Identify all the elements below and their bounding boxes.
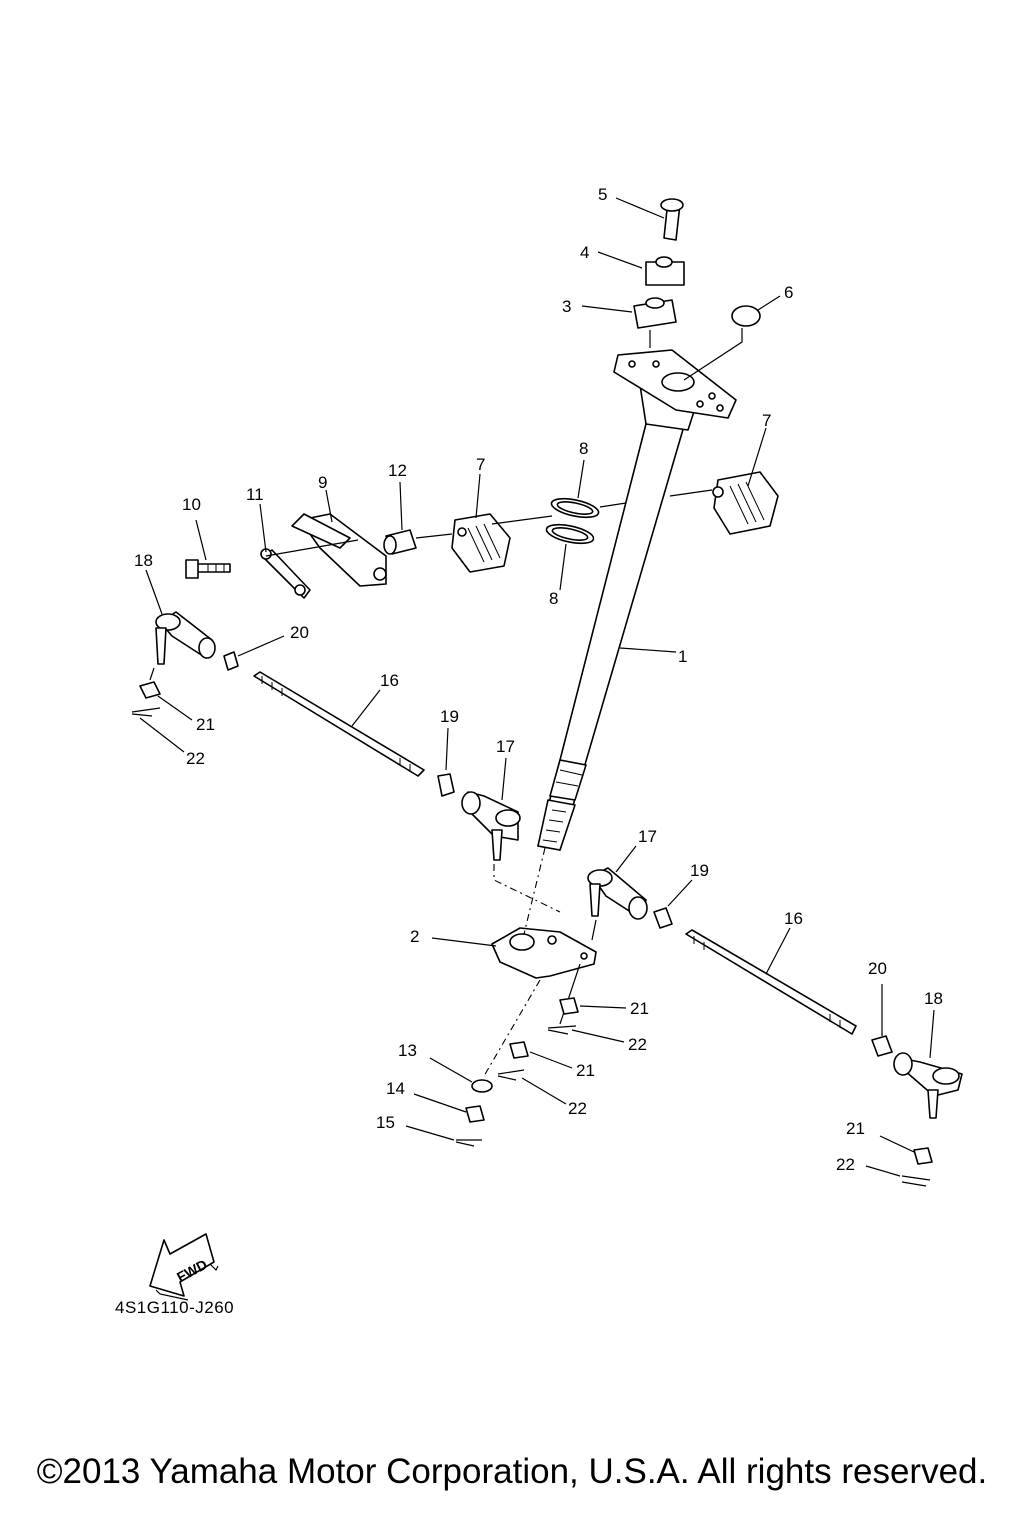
callout-11: 11 (246, 485, 264, 504)
steering-shaft (537, 349, 737, 851)
callout-22-mid: 22 (568, 1099, 587, 1118)
callout-22-upper: 22 (628, 1035, 647, 1054)
left-tie-rod-end (131, 611, 239, 717)
pitman-arm (483, 847, 597, 1077)
callout-21-left: 21 (196, 715, 215, 734)
left-bushing-assembly (185, 513, 553, 599)
callout-14: 14 (386, 1079, 405, 1098)
callout-10: 10 (182, 495, 201, 514)
callout-8-top: 8 (579, 439, 588, 458)
callout-1: 1 (678, 647, 687, 666)
callout-22-left: 22 (186, 749, 205, 768)
upper-clamp-parts (633, 198, 761, 381)
callout-21-mid: 21 (576, 1061, 595, 1080)
callout-2: 2 (410, 927, 419, 946)
callout-18-left: 18 (134, 551, 153, 570)
callout-13: 13 (398, 1041, 417, 1060)
callout-20-left: 20 (290, 623, 309, 642)
callout-labels: 5 4 3 6 7 8 8 7 12 9 11 10 18 20 1 16 21… (134, 185, 943, 1174)
callout-9: 9 (318, 473, 327, 492)
callout-7-left: 7 (476, 455, 485, 474)
steering-bushing-right (669, 471, 779, 535)
right-tie-rod (685, 929, 857, 1035)
callout-6: 6 (784, 283, 793, 302)
copyright-notice: ©2013 Yamaha Motor Corporation, U.S.A. A… (36, 1452, 988, 1491)
callout-5: 5 (598, 185, 607, 204)
callout-20-right: 20 (868, 959, 887, 978)
callout-16-right: 16 (784, 909, 803, 928)
callout-7-right: 7 (762, 411, 771, 430)
callout-22-right: 22 (836, 1155, 855, 1174)
left-center-tie-rod-end (437, 773, 561, 913)
callout-17-left: 17 (496, 737, 515, 756)
callout-16-left: 16 (380, 671, 399, 690)
callout-18-right: 18 (924, 989, 943, 1008)
left-tie-rod (253, 671, 425, 777)
callout-21-right: 21 (846, 1119, 865, 1138)
callout-8-bottom: 8 (549, 589, 558, 608)
callout-19-right: 19 (690, 861, 709, 880)
callout-15: 15 (376, 1113, 395, 1132)
leader-lines (139, 197, 935, 1177)
callout-12: 12 (388, 461, 407, 480)
diagram-code: 4S1G110-J260 (115, 1298, 235, 1317)
callout-3: 3 (562, 297, 571, 316)
callout-17-right: 17 (638, 827, 657, 846)
lower-hardware (455, 997, 579, 1147)
callout-19-left: 19 (440, 707, 459, 726)
right-tie-rod-end (871, 1035, 963, 1187)
oil-seals (545, 497, 627, 545)
callout-4: 4 (580, 243, 589, 262)
fwd-arrow-icon: FWD (149, 1233, 219, 1301)
callout-21-upper: 21 (630, 999, 649, 1018)
